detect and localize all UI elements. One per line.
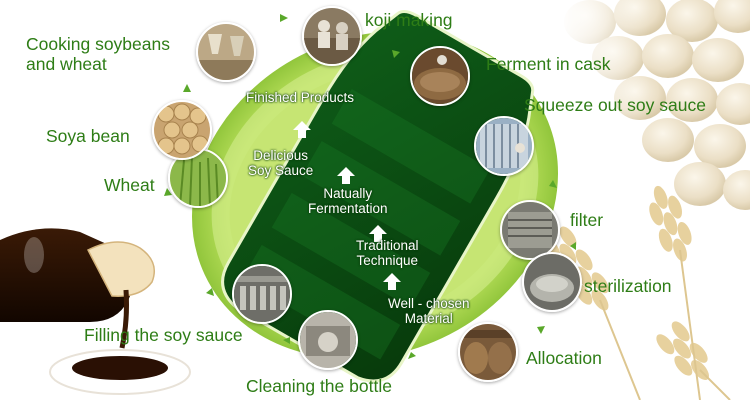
up-arrow-icon [369, 225, 387, 242]
flow-arrow-icon [280, 14, 288, 22]
flow-arrow-icon [408, 352, 416, 359]
stage-label-filter: filter [570, 210, 604, 230]
squeeze-photo [474, 116, 534, 176]
cleaning-bottle-photo [298, 310, 358, 370]
flow-arrow-icon [164, 188, 172, 196]
flow-arrow-icon [549, 180, 557, 188]
bottle-up-arrows [293, 121, 401, 290]
bottle-label-technique: Traditional Technique [356, 238, 419, 268]
stage-label-cleaning-bottle: Cleaning the bottle [246, 376, 392, 396]
stage-label-allocation: Allocation [526, 348, 602, 368]
up-arrow-icon [383, 273, 401, 290]
filter-photo [500, 200, 560, 260]
stage-label-soya-bean: Soya bean [46, 126, 130, 146]
up-arrow-icon [337, 167, 355, 184]
stage-label-squeeze: Squeeze out soy sauce [524, 95, 706, 115]
soya-bean-photo [152, 100, 212, 160]
stage-label-wheat: Wheat [104, 175, 155, 195]
flow-arrow-icon [206, 288, 214, 296]
bottle-label-delicious: Delicious Soy Sauce [248, 148, 314, 178]
bottle-label-fermentation: Natually Fermentation [308, 186, 388, 216]
sterilization-photo [522, 252, 582, 312]
stage-label-sterilization: sterilization [584, 276, 672, 296]
stage-label-ferment-in-cask: Ferment in cask [486, 54, 611, 74]
cooking-photo [196, 22, 256, 82]
koji-making-photo [302, 6, 362, 66]
bottle-label-material: Well - chosen Material [388, 296, 470, 326]
flow-arrow-icon [570, 242, 576, 250]
allocation-photo [458, 322, 518, 382]
soybean-cluster [560, 0, 750, 210]
filling-photo [232, 264, 292, 324]
stage-label-cooking: Cooking soybeans and wheat [26, 34, 170, 74]
bottle-label-finished-products: Finished Products [246, 90, 355, 105]
flow-arrow-icon [183, 84, 191, 92]
stage-label-koji-making: koji making [365, 10, 453, 30]
flow-arrow-icon [392, 50, 400, 58]
flow-arrow-icon [283, 337, 290, 344]
ferment-in-cask-photo [410, 46, 470, 106]
stage-label-filling: Filling the soy sauce [84, 325, 243, 345]
wheat-photo [168, 148, 228, 208]
soy-sauce-dispenser [0, 228, 191, 395]
soy-sauce-bottle [221, 10, 535, 383]
up-arrow-icon [293, 121, 311, 138]
flow-arrow-icon [537, 326, 545, 334]
